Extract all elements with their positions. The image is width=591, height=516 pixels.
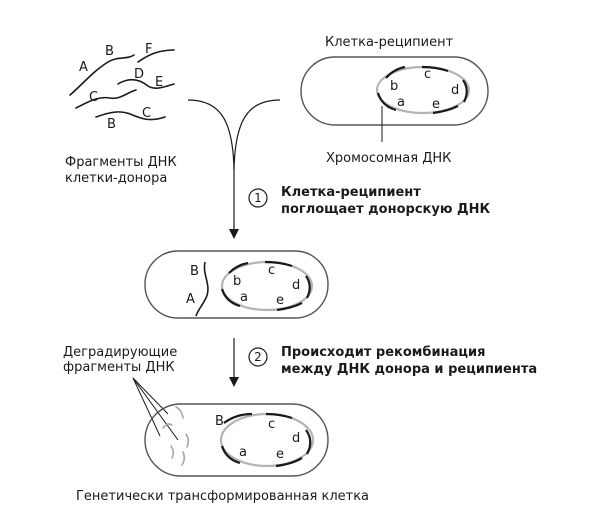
degraded-fragment (175, 406, 184, 419)
degrading-caption: Деградирующие фрагменты ДНК (63, 345, 177, 375)
degraded-fragments (162, 406, 190, 466)
chromosome-letter: a (240, 290, 248, 305)
chromosome-segment-d (462, 79, 468, 103)
recipient-gene-letters: b c d a e (390, 67, 459, 112)
transformed-cell-wall (144, 403, 329, 477)
donor-letter: F (145, 42, 152, 57)
donor-fragment-ab (69, 54, 135, 96)
chromosome-letter: c (268, 417, 275, 432)
arrow-from-recipient (233, 99, 281, 171)
chromosome-segment-e (276, 302, 303, 312)
chromosome-letter: d (451, 83, 459, 98)
chromosome-segment-d (305, 429, 312, 455)
donor-letter: C (142, 106, 151, 121)
degrading-caption-line2: фрагменты ДНК (63, 360, 175, 375)
donor-letter: A (79, 60, 88, 75)
step-2: 2 Происходит рекомбинация между ДНК доно… (248, 345, 537, 377)
uptake-cell-wall (144, 250, 329, 319)
chromosome-segment-a (376, 92, 397, 112)
donor-fragment-c1 (75, 89, 137, 109)
step-1-line1: Клетка-реципиент (281, 185, 421, 200)
donor-caption-line1: Фрагменты ДНК (65, 155, 177, 170)
chromosome-segment-b (385, 65, 406, 79)
recipient-cell-title: Клетка-реципиент (325, 35, 454, 50)
chromosomal-dna-label: Хромосомная ДНК (326, 151, 451, 166)
step-2-number: 2 (254, 350, 262, 364)
chromosome-segment-c (421, 65, 449, 73)
chromosome-letter: b (390, 79, 398, 94)
transformed-cell-caption: Генетически трансформированная клетка (76, 489, 369, 504)
arrow-from-donor (187, 99, 235, 171)
chromosome-letter: d (292, 278, 300, 293)
donor-gene-letters: A B F D E C B C (79, 42, 163, 132)
donor-fragment-f (137, 49, 175, 63)
recombined-segment-b (223, 412, 253, 424)
donor-letter: B (107, 117, 116, 132)
degraded-fragment (170, 445, 175, 459)
step-2-badge (248, 347, 268, 367)
transformed-chromosome (219, 412, 315, 468)
donor-dna-fragments (69, 49, 175, 121)
chromosome-segment-b (228, 261, 249, 274)
converging-arrows (187, 99, 281, 232)
recipient-cell-wall (300, 56, 489, 126)
chromosome-letter: d (292, 431, 300, 446)
step-1-badge (248, 188, 268, 208)
degrading-caption-line1: Деградирующие (63, 345, 177, 360)
chromosome-letter: e (276, 447, 284, 462)
degraded-fragment (162, 423, 173, 429)
chromosome-letter: b (233, 274, 241, 289)
degraded-fragment (181, 451, 186, 466)
chromosome-letter: e (276, 293, 284, 308)
chromosome-letter: a (239, 445, 247, 460)
donor-caption-line2: клетки-донора (65, 171, 167, 186)
chromosome-segment-a (220, 288, 241, 308)
arrow-head-2 (229, 377, 239, 387)
degraded-fragment (185, 433, 190, 448)
donor-fragment-de (117, 78, 175, 89)
step-1-number: 1 (254, 191, 262, 205)
donor-caption: Фрагменты ДНК клетки-донора (65, 155, 177, 186)
chromosome-segment-e (432, 105, 459, 115)
uptake-donor-letter: A (186, 292, 195, 307)
uptake-gene-letters: b c d a e (233, 263, 300, 308)
donor-letter: E (155, 75, 163, 90)
degrading-pointer (132, 377, 161, 437)
recipient-chromosome (375, 65, 471, 115)
donor-letter: C (89, 90, 98, 105)
degrading-pointer (132, 377, 179, 441)
chromosome-letter: e (432, 97, 440, 112)
chromosome-segment-c (264, 260, 293, 268)
chromosome-segment-a (220, 445, 241, 465)
step-1-line2: поглощает донорскую ДНК (281, 202, 490, 217)
donor-letter: D (134, 67, 144, 82)
degrading-pointer (132, 377, 169, 415)
degrading-pointers (132, 377, 179, 441)
transformed-gene-letters: B c d a e (215, 414, 300, 462)
step-2-line1: Происходит рекомбинация (281, 345, 485, 360)
chromosome-letter: c (424, 67, 431, 82)
chromosome-letter: c (268, 263, 275, 278)
uptake-donor-letter: B (190, 264, 199, 279)
uptake-chromosome (220, 260, 314, 312)
chromosome-segment-e (275, 457, 303, 468)
chromosome-segment-c (265, 412, 293, 420)
chromosome-letter: a (397, 95, 405, 110)
donor-letter: B (105, 44, 114, 59)
arrow-head-1 (229, 229, 239, 239)
step-2-line2: между ДНК донора и реципиента (281, 362, 537, 377)
recombined-donor-letter: B (215, 414, 224, 429)
chromosome-segment-d (305, 275, 311, 299)
step-1: 1 Клетка-реципиент поглощает донорскую Д… (248, 185, 490, 217)
uptake-donor-fragment (195, 261, 209, 317)
donor-fragment-bc (95, 111, 166, 121)
